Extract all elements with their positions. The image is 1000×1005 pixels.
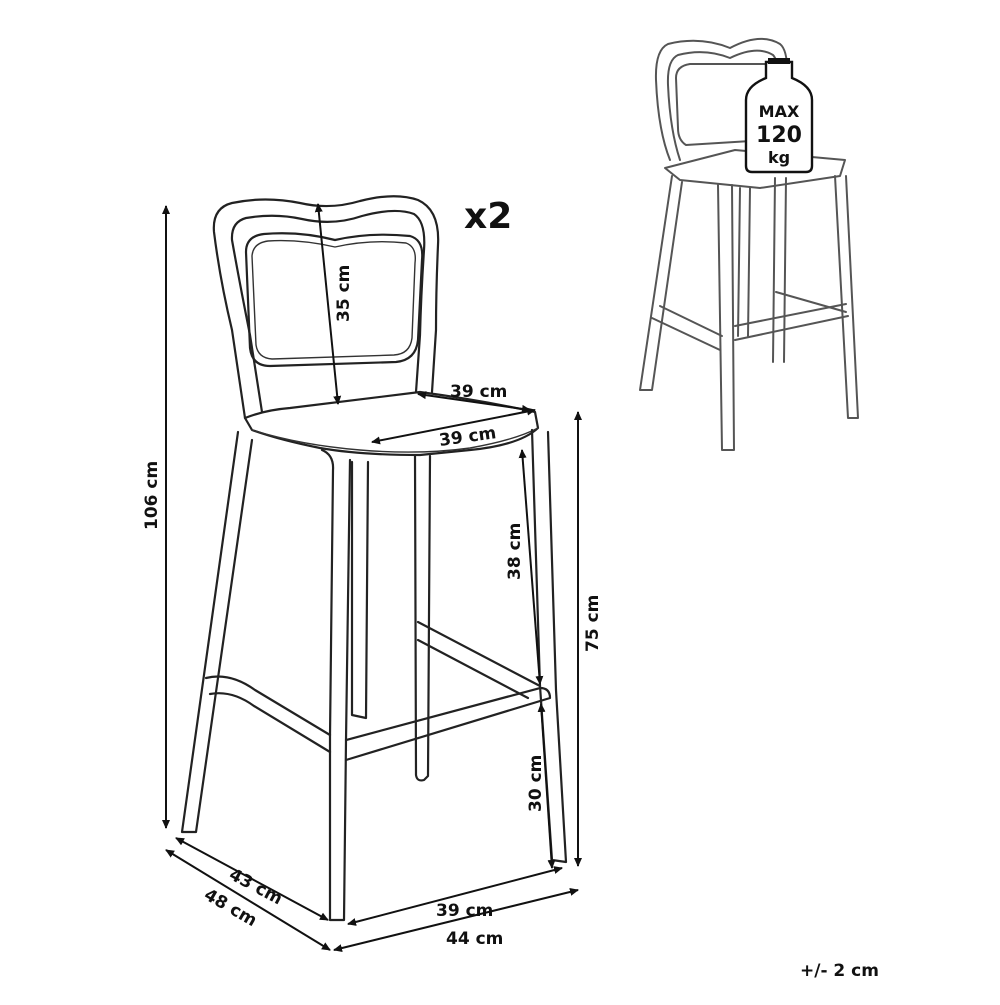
base-depth-arrow <box>165 849 331 951</box>
label-footrest-height: 30 cm <box>526 755 546 812</box>
tolerance-note: +/- 2 cm <box>800 961 879 981</box>
label-seat-height: 75 cm <box>583 595 603 652</box>
quantity-label: x2 <box>464 196 512 237</box>
seat-to-footrest-arrow <box>518 449 544 685</box>
label-bottom-width: 39 cm <box>436 901 493 921</box>
label-backrest-height: 35 cm <box>334 265 354 322</box>
label-base-width: 44 cm <box>446 929 503 949</box>
label-total-height: 106 cm <box>142 461 162 530</box>
label-seat-to-footrest: 38 cm <box>505 523 525 580</box>
label-seat-depth: 39 cm <box>450 382 507 402</box>
base-width-arrow-44 <box>333 888 579 952</box>
dimension-labels: x2 106 cm 35 cm 39 cm 39 cm 38 cm 75 cm … <box>142 196 603 949</box>
dimension-arrows <box>162 203 582 952</box>
seat-depth-arrow <box>417 391 531 413</box>
seat-width-arrow <box>371 407 536 445</box>
max-load-label: MAX <box>759 102 800 121</box>
max-load-weight-icon: MAX 120 kg <box>744 58 814 174</box>
max-load-unit: kg <box>768 148 790 167</box>
backrest-arrow-35 <box>314 203 342 405</box>
max-load-value: 120 <box>756 123 802 148</box>
footrest-height-arrow <box>537 703 556 869</box>
